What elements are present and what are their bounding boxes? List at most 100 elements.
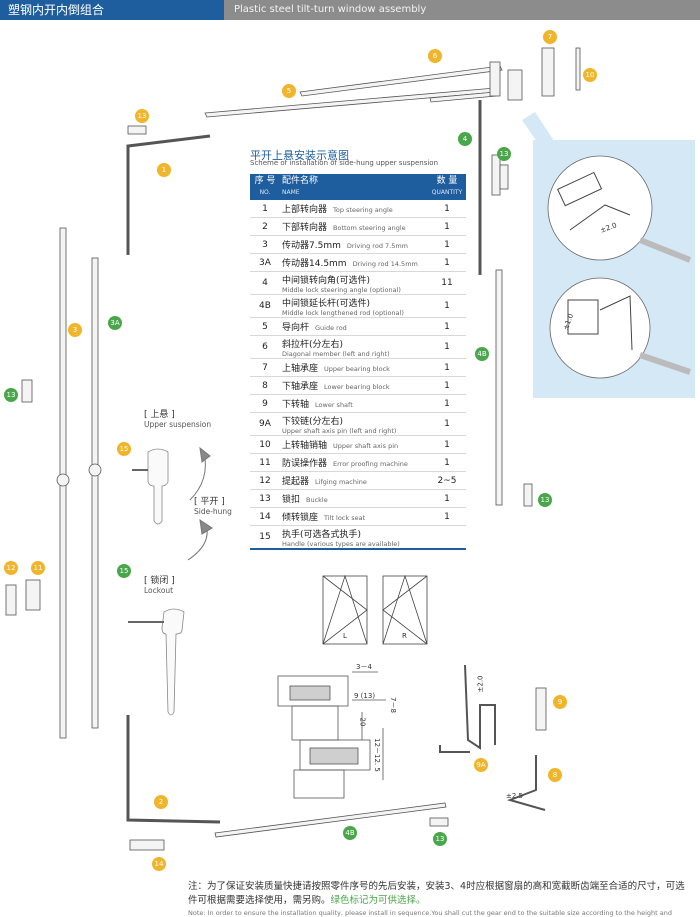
part-badge-15: 15 [117, 564, 131, 578]
row-name-cn: 下铰链(分左右) [282, 416, 344, 427]
row-name-en: Middle lock steering angle (optional) [282, 285, 401, 294]
row-name-cn: 下转轴 [282, 400, 310, 410]
row-name-cn: 防误操作器 [282, 459, 328, 469]
handle-upper [147, 448, 169, 525]
part-4b-rod-bottom [214, 802, 447, 838]
row-quantity: 1 [428, 489, 466, 508]
part-badge-11: 11 [31, 561, 45, 575]
part-badge-1: 1 [157, 163, 171, 177]
part-8-lower-bearing-block [506, 755, 546, 811]
row-name-en: Driving rod 14.5mm [352, 260, 418, 268]
row-name-en: Tilt lock seat [324, 514, 366, 522]
part-badge-15: 15 [117, 442, 131, 456]
row-name-cn: 中间锁转向角(可选件) [282, 275, 371, 286]
label-upper-suspension: [ 上悬 ]Upper suspension [144, 410, 212, 429]
row-name-en: Handle (various types are available) [282, 539, 400, 548]
row-quantity: 1 [428, 335, 466, 359]
row-name-cn: 执手(可选各式执手) [282, 529, 362, 540]
dim-3-4: 3－4 [356, 663, 372, 671]
row-number: 3A [250, 253, 280, 272]
row-quantity: 1 [428, 253, 466, 272]
page-header: 塑钢内开内倒组合 Plastic steel tilt-turn window … [0, 0, 700, 20]
dim-20: 20 [358, 717, 367, 727]
row-number: 1 [250, 200, 280, 218]
row-name: 中间锁延长杆(可选件)Middle lock lengthened rod (o… [280, 294, 428, 318]
part-badge-13: 13 [433, 832, 447, 846]
part-1-top-steering-angle [126, 134, 211, 255]
row-quantity: 1 [428, 394, 466, 413]
part-13-buckle-left [21, 379, 33, 403]
row-name: 下转轴 Lower shaft [280, 394, 428, 413]
dim-12-12-5: 12－12. 5 [372, 738, 381, 772]
table-title: 平开上悬安装示意图 [250, 149, 349, 162]
row-quantity: 11 [428, 271, 466, 295]
row-name-cn: 传动器7.5mm [282, 241, 341, 251]
installation-note: 注：为了保证安装质量快捷请按照零件序号的先后安装，安装3、4时应根据窗扇的高和宽… [188, 881, 685, 906]
row-name-en: Upper shaft axis pin (left and right) [282, 426, 397, 435]
table-subtitle: Scheme of installation of side-hung uppe… [250, 159, 439, 167]
row-name-en: Upper shaft axis pin [333, 442, 399, 450]
row-name-en: Lower shaft [315, 401, 353, 409]
row-quantity: 1 [428, 507, 466, 526]
row-name-en: Error proofing machine [333, 460, 408, 468]
row-number: 10 [250, 435, 280, 454]
row-number: 9 [250, 394, 280, 413]
part-badge-8: 8 [548, 768, 562, 782]
row-name-en: Bottom steering angle [333, 224, 406, 232]
row-name-en: Guide rod [315, 324, 347, 332]
row-quantity: 1 [428, 200, 466, 218]
row-name-cn: 上轴承座 [282, 364, 319, 374]
row-name-en: Lifging machine [315, 478, 367, 486]
window-label-r: R [402, 632, 407, 640]
row-name: 中间锁转向角(可选件)Middle lock steering angle (o… [280, 271, 428, 295]
part-badge-9a: 9A [474, 758, 488, 772]
row-number: 9A [250, 412, 280, 436]
part-11-error-proofing [25, 579, 41, 611]
row-name-en: Lower bearing block [324, 383, 390, 391]
profile-section [277, 671, 386, 799]
part-badge-5: 5 [282, 84, 296, 98]
detail-circle-lower [549, 277, 651, 379]
row-name-en: Top steering angle [333, 206, 393, 214]
row-quantity: 1 [428, 217, 466, 236]
row-number: 12 [250, 471, 280, 490]
window-label-l: L [343, 632, 347, 640]
handle-lock [161, 608, 185, 716]
part-badge-4: 4 [458, 132, 472, 146]
row-name-cn: 下部转向器 [282, 223, 328, 233]
row-name: 下铰链(分左右)Upper shaft axis pin (left and r… [280, 412, 428, 436]
row-name-cn: 上转轴销轴 [282, 441, 328, 451]
row-quantity: 1 [428, 317, 466, 336]
part-6-diagonal-member [299, 65, 503, 97]
row-number: 3 [250, 235, 280, 254]
dim-9-13: 9 (13) [354, 692, 376, 700]
row-number: 8 [250, 376, 280, 395]
row-quantity: 1 [428, 412, 466, 436]
part-9a-lower-hinge [464, 664, 496, 750]
part-badge-4b: 4B [475, 347, 489, 361]
installation-note-en: Note: In order to ensure the installatio… [188, 909, 672, 917]
row-name: 执手(可选各式执手)Handle (various types are avai… [280, 525, 428, 550]
row-name: 下轴承座 Lower bearing block [280, 376, 428, 395]
part-badge-13: 13 [497, 147, 511, 161]
row-name-cn: 下轴承座 [282, 382, 319, 392]
row-number: 5 [250, 317, 280, 336]
